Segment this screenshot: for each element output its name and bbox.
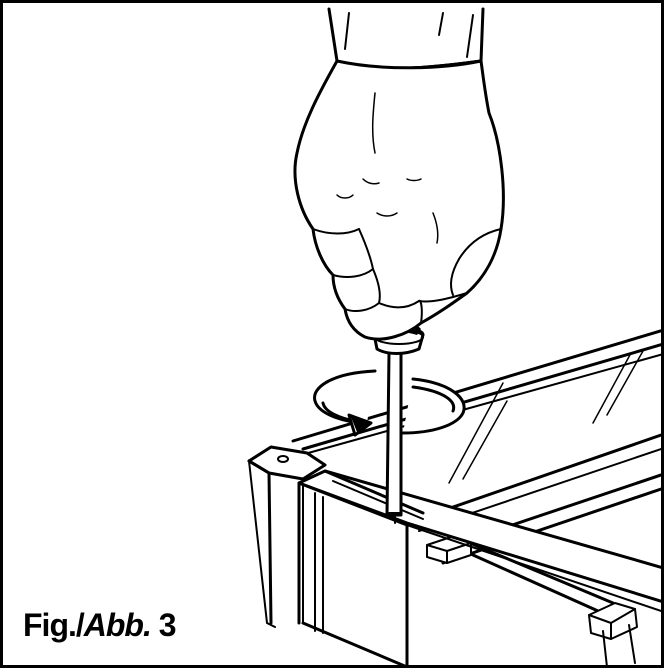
hand	[293, 7, 505, 341]
figure-caption-number: 3	[150, 607, 177, 643]
figure-caption: Fig./Abb. 3	[23, 607, 177, 643]
assembly-illustration	[247, 7, 661, 665]
figure-caption-abb: Abb.	[83, 607, 152, 643]
rotation-arrow-icon	[313, 369, 466, 437]
figure-caption-prefix: Fig./	[23, 607, 85, 643]
